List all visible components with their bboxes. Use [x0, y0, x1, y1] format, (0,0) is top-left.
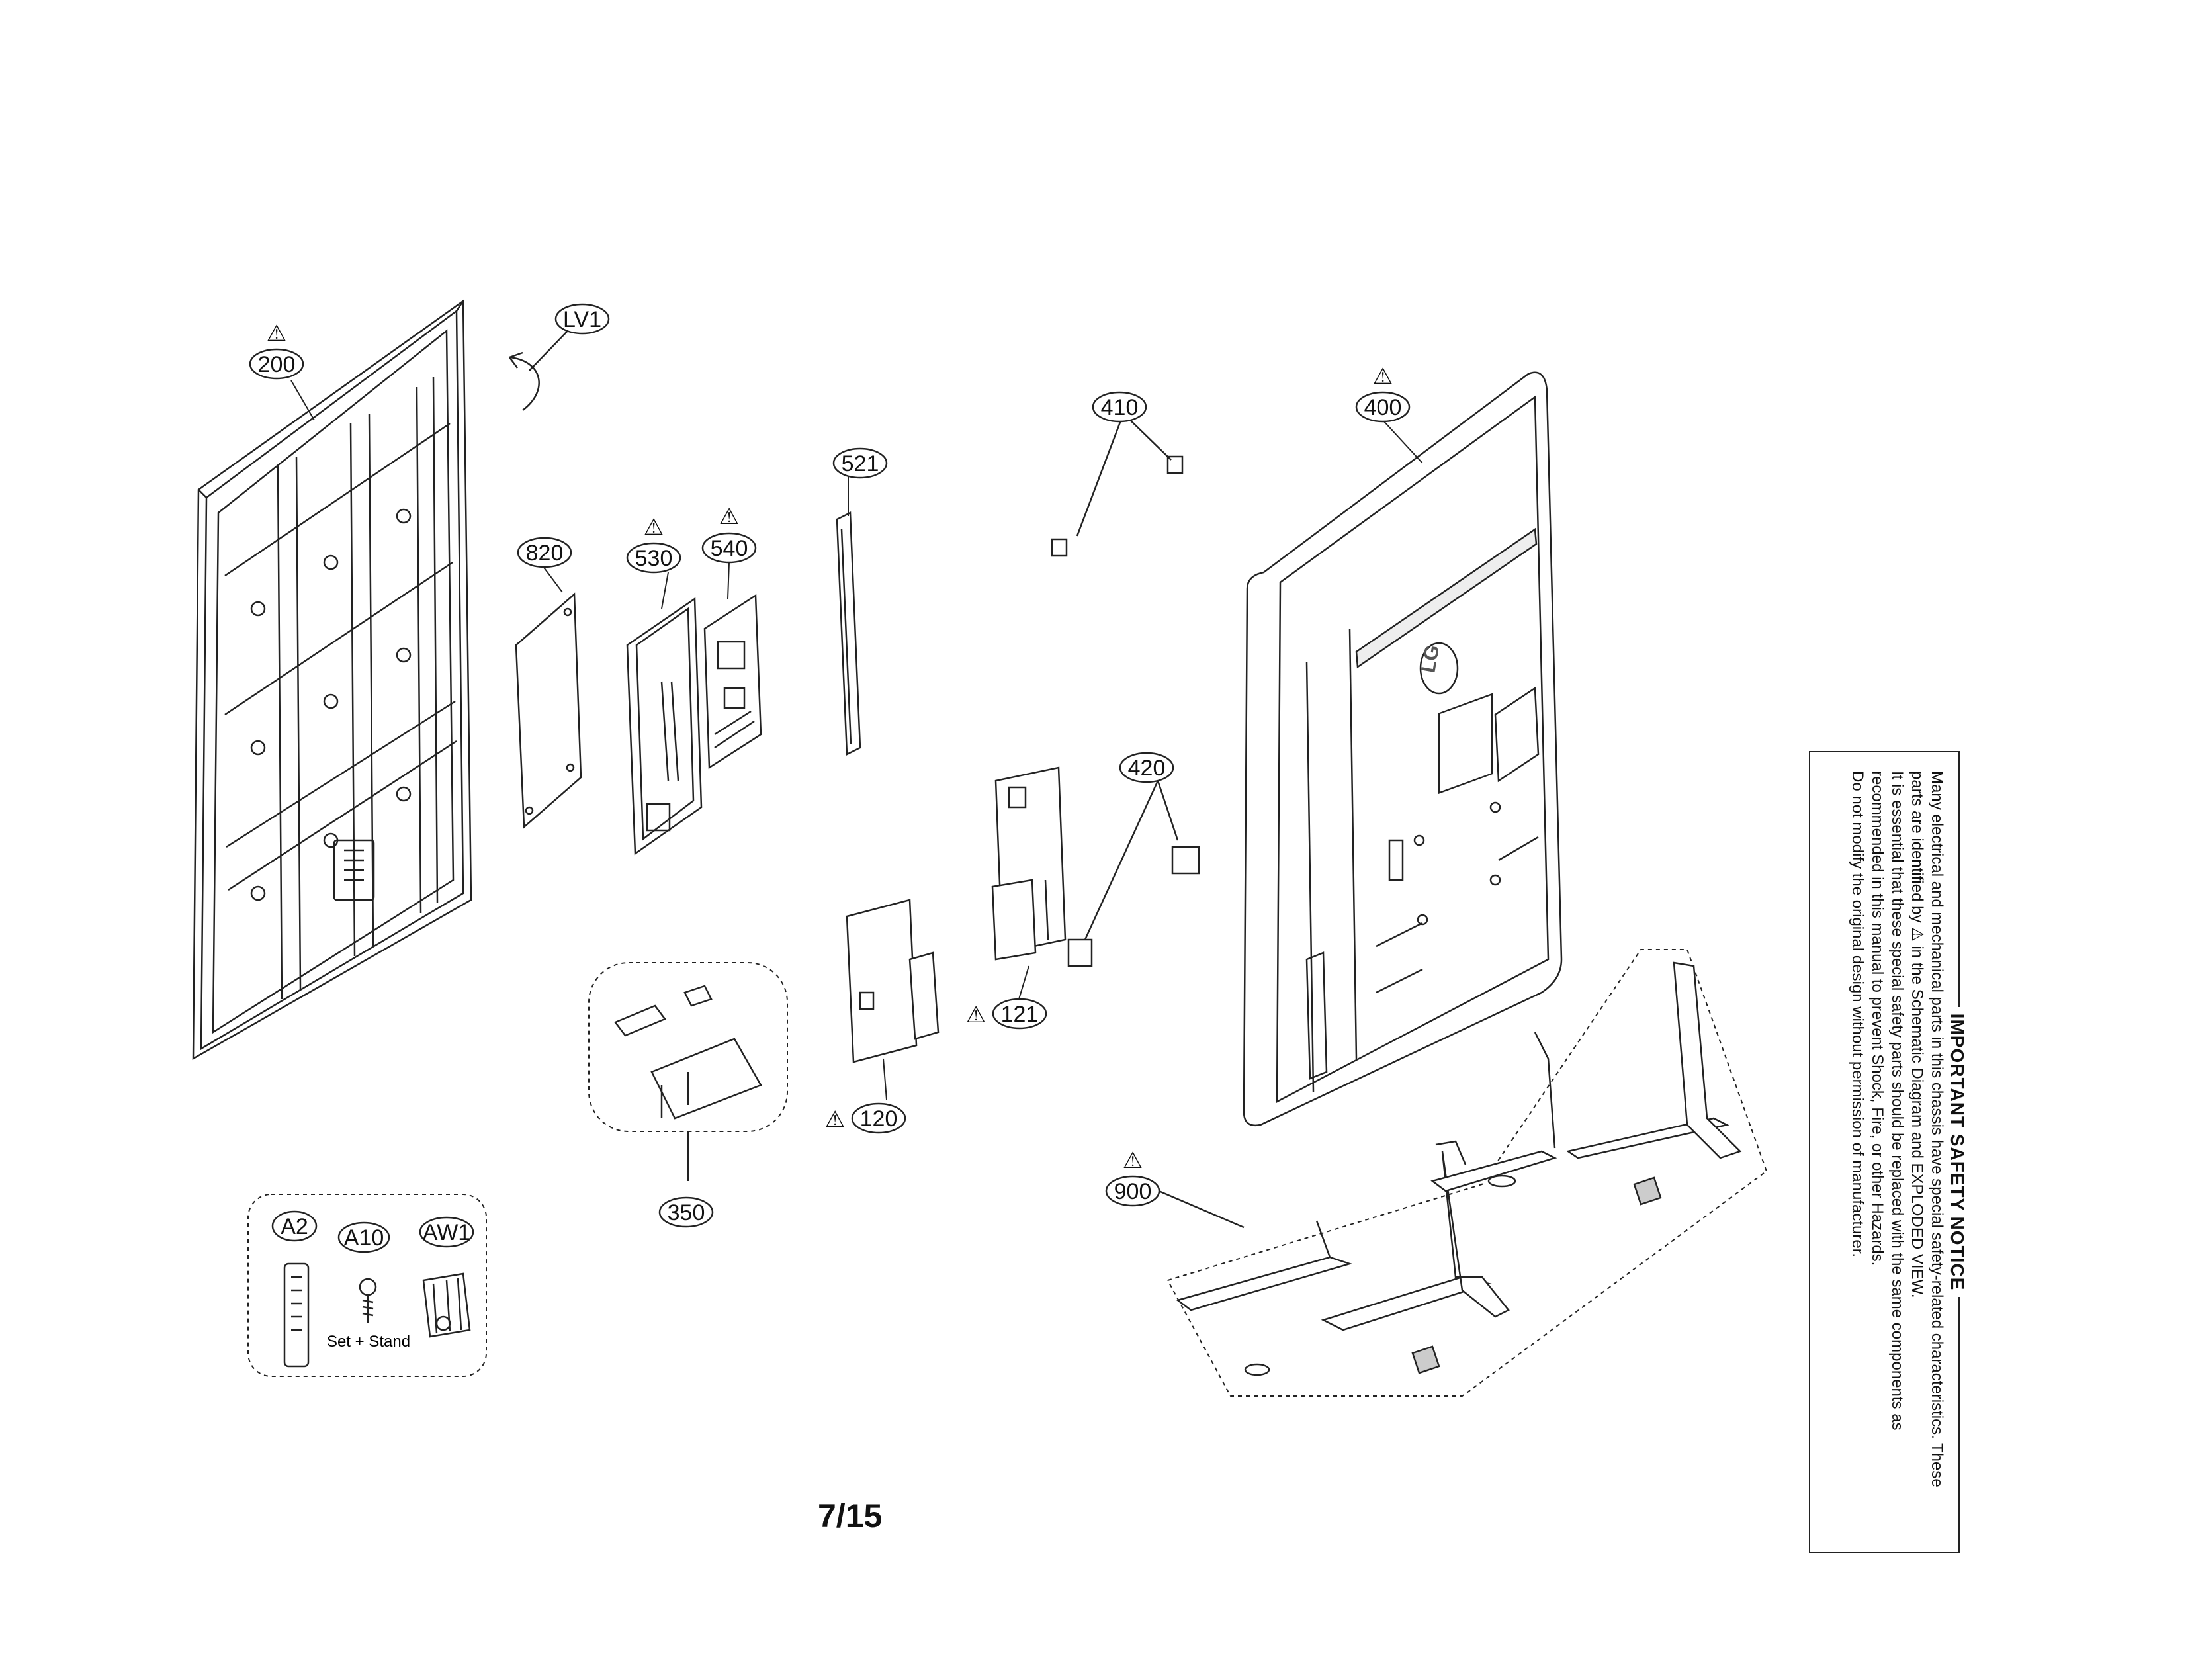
callout-410-label: 410	[1101, 395, 1139, 420]
callout-400-ellipse	[1355, 391, 1411, 423]
safety-notice-title-text: IMPORTANT SAFETY NOTICE	[1947, 1006, 1968, 1298]
warning-icon-400: ⚠	[1373, 364, 1393, 389]
warning-icon-120: ⚠	[825, 1107, 845, 1132]
part-900-stand-group	[1151, 949, 1768, 1397]
safety-notice-line-2: parts are identified by ⚠ in the Schemat…	[1908, 771, 1926, 1298]
part-200-display-module	[192, 299, 472, 1061]
safety-notice-line-4: recommended in this manual to prevent Sh…	[1868, 771, 1886, 1266]
warning-icon-200: ⚠	[267, 321, 286, 346]
leader-lines	[290, 380, 1423, 1100]
accessory-caption: Set + Stand	[327, 1333, 410, 1350]
accessories-group	[247, 1194, 487, 1377]
callout-a10-ellipse	[337, 1221, 390, 1253]
callout-lv1-label: LV1	[563, 307, 601, 332]
callout-521-ellipse	[832, 447, 888, 479]
callout-aw1-label: AW1	[423, 1220, 470, 1245]
warning-icon-540: ⚠	[719, 504, 739, 529]
callout-900-label: 900	[1114, 1179, 1152, 1204]
callout-530-ellipse	[626, 542, 681, 574]
safety-notice-line-3: It is essential that these special safet…	[1888, 771, 1906, 1431]
callout-aw1-ellipse	[419, 1216, 474, 1248]
callout-410-ellipse	[1092, 391, 1147, 423]
callout-121-ellipse	[992, 998, 1047, 1030]
callout-350-ellipse	[658, 1196, 714, 1228]
callout-120-label: 120	[860, 1106, 898, 1131]
part-121-speaker	[991, 766, 1067, 961]
part-400-back-cover	[1243, 371, 1563, 1127]
callout-900-ellipse	[1105, 1175, 1160, 1207]
part-350-group	[588, 962, 788, 1181]
warning-icon-121: ⚠	[966, 1002, 986, 1028]
callout-a2-ellipse	[271, 1210, 318, 1242]
callout-420-ellipse	[1119, 752, 1174, 783]
warning-symbols: ⚠ ⚠ ⚠ ⚠ ⚠ ⚠ ⚠	[267, 321, 1393, 1173]
warning-icon-530: ⚠	[644, 515, 664, 540]
callout-120-ellipse	[851, 1102, 906, 1134]
callout-lv1-ellipse	[554, 303, 610, 335]
part-410-clips	[1051, 413, 1184, 557]
part-120-speaker	[846, 899, 940, 1063]
safety-notice-line-1: Many electrical and mechanical parts in …	[1928, 771, 1946, 1487]
callout-a2-label: A2	[281, 1214, 308, 1239]
safety-notice-line-5: Do not modify the original design withou…	[1849, 771, 1866, 1258]
part-540-main-board	[703, 594, 762, 770]
warning-icon-900: ⚠	[1123, 1148, 1143, 1173]
callout-a10-label: A10	[344, 1225, 384, 1251]
callout-200-label: 200	[258, 352, 296, 377]
callout-121-label: 121	[1001, 1002, 1039, 1027]
part-lv1-arrow	[509, 330, 568, 411]
part-521-bracket	[836, 511, 861, 756]
part-420-clips	[1067, 780, 1200, 967]
callout-820-ellipse	[517, 537, 572, 568]
safety-notice-box: IMPORTANT SAFETY NOTICE Many electrical …	[1809, 751, 1968, 1553]
callout-530-label: 530	[635, 546, 673, 571]
page-number: 7/15	[818, 1497, 883, 1534]
part-820-sheet	[515, 592, 582, 829]
callout-540-label: 540	[711, 536, 748, 561]
remote-control-illustration	[283, 1262, 310, 1368]
safety-notice-title: IMPORTANT SAFETY NOTICE	[1947, 762, 1968, 1542]
callout-420-label: 420	[1128, 756, 1166, 781]
safety-notice-content: IMPORTANT SAFETY NOTICE Many electrical …	[1818, 762, 1968, 1542]
callout-200-ellipse	[249, 348, 304, 380]
callout-350-label: 350	[668, 1200, 705, 1225]
callout-labels: 200 LV1 820 530 540 521 410 400 420 121 …	[258, 307, 1402, 1251]
callout-540-ellipse	[701, 532, 757, 564]
callout-400-label: 400	[1364, 395, 1402, 420]
callout-521-label: 521	[842, 451, 879, 476]
callout-820-label: 820	[526, 541, 564, 566]
part-530-power-board	[626, 597, 703, 856]
callout-ellipses	[249, 303, 1411, 1253]
back-cover-logo: LG	[1417, 643, 1444, 674]
